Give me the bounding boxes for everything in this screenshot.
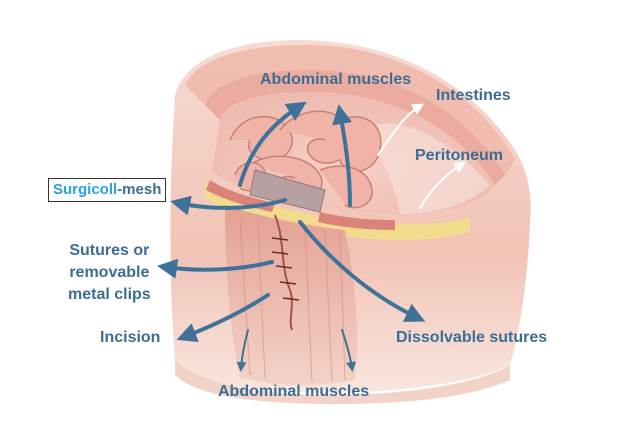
label-surgicoll-brand: Surgicoll (53, 181, 118, 198)
rim-muscle-right (318, 212, 395, 230)
label-mesh-suffix: -mesh (117, 181, 162, 198)
arrow-dissolvable-sutures (298, 220, 426, 322)
peritoneum-layer (360, 123, 490, 215)
mesh-patch (249, 169, 326, 213)
arrow-abdominal-muscles-bottom-left (236, 329, 249, 372)
suture-stitches (271, 237, 300, 301)
intestines-drawing (229, 110, 382, 209)
label-abdominal-muscles-top: Abdominal muscles (260, 71, 412, 88)
label-intestines: Intestines (436, 87, 511, 104)
surgicoll-mesh-label: Surgicoll-mesh (48, 178, 167, 202)
label-incision: Incision (100, 329, 161, 346)
incision-line (274, 214, 293, 331)
arrow-incision (176, 293, 270, 342)
arrow-sutures-clips (157, 258, 274, 279)
arrow-abdominal-muscles-bottom-right (341, 329, 357, 372)
arrow-peritoneum (419, 161, 467, 209)
label-sutures-or-clips: Sutures or removable metal clips (68, 242, 151, 303)
arrow-intestines (377, 103, 425, 156)
arrow-abdominal-muscles-top-right (332, 104, 352, 207)
skin-rim-inner (205, 70, 505, 185)
label-peritoneum: Peritoneum (415, 147, 504, 164)
label-dissolvable-sutures: Dissolvable sutures (396, 329, 548, 346)
arrow-surgicoll-mesh (170, 195, 287, 216)
arrow-abdominal-muscles-top-left (238, 101, 307, 187)
label-abdominal-muscles-bottom: Abdominal muscles (218, 383, 370, 400)
lower-skin-fold (175, 360, 510, 405)
skin-rim (185, 45, 515, 175)
fat-layer (205, 182, 470, 240)
